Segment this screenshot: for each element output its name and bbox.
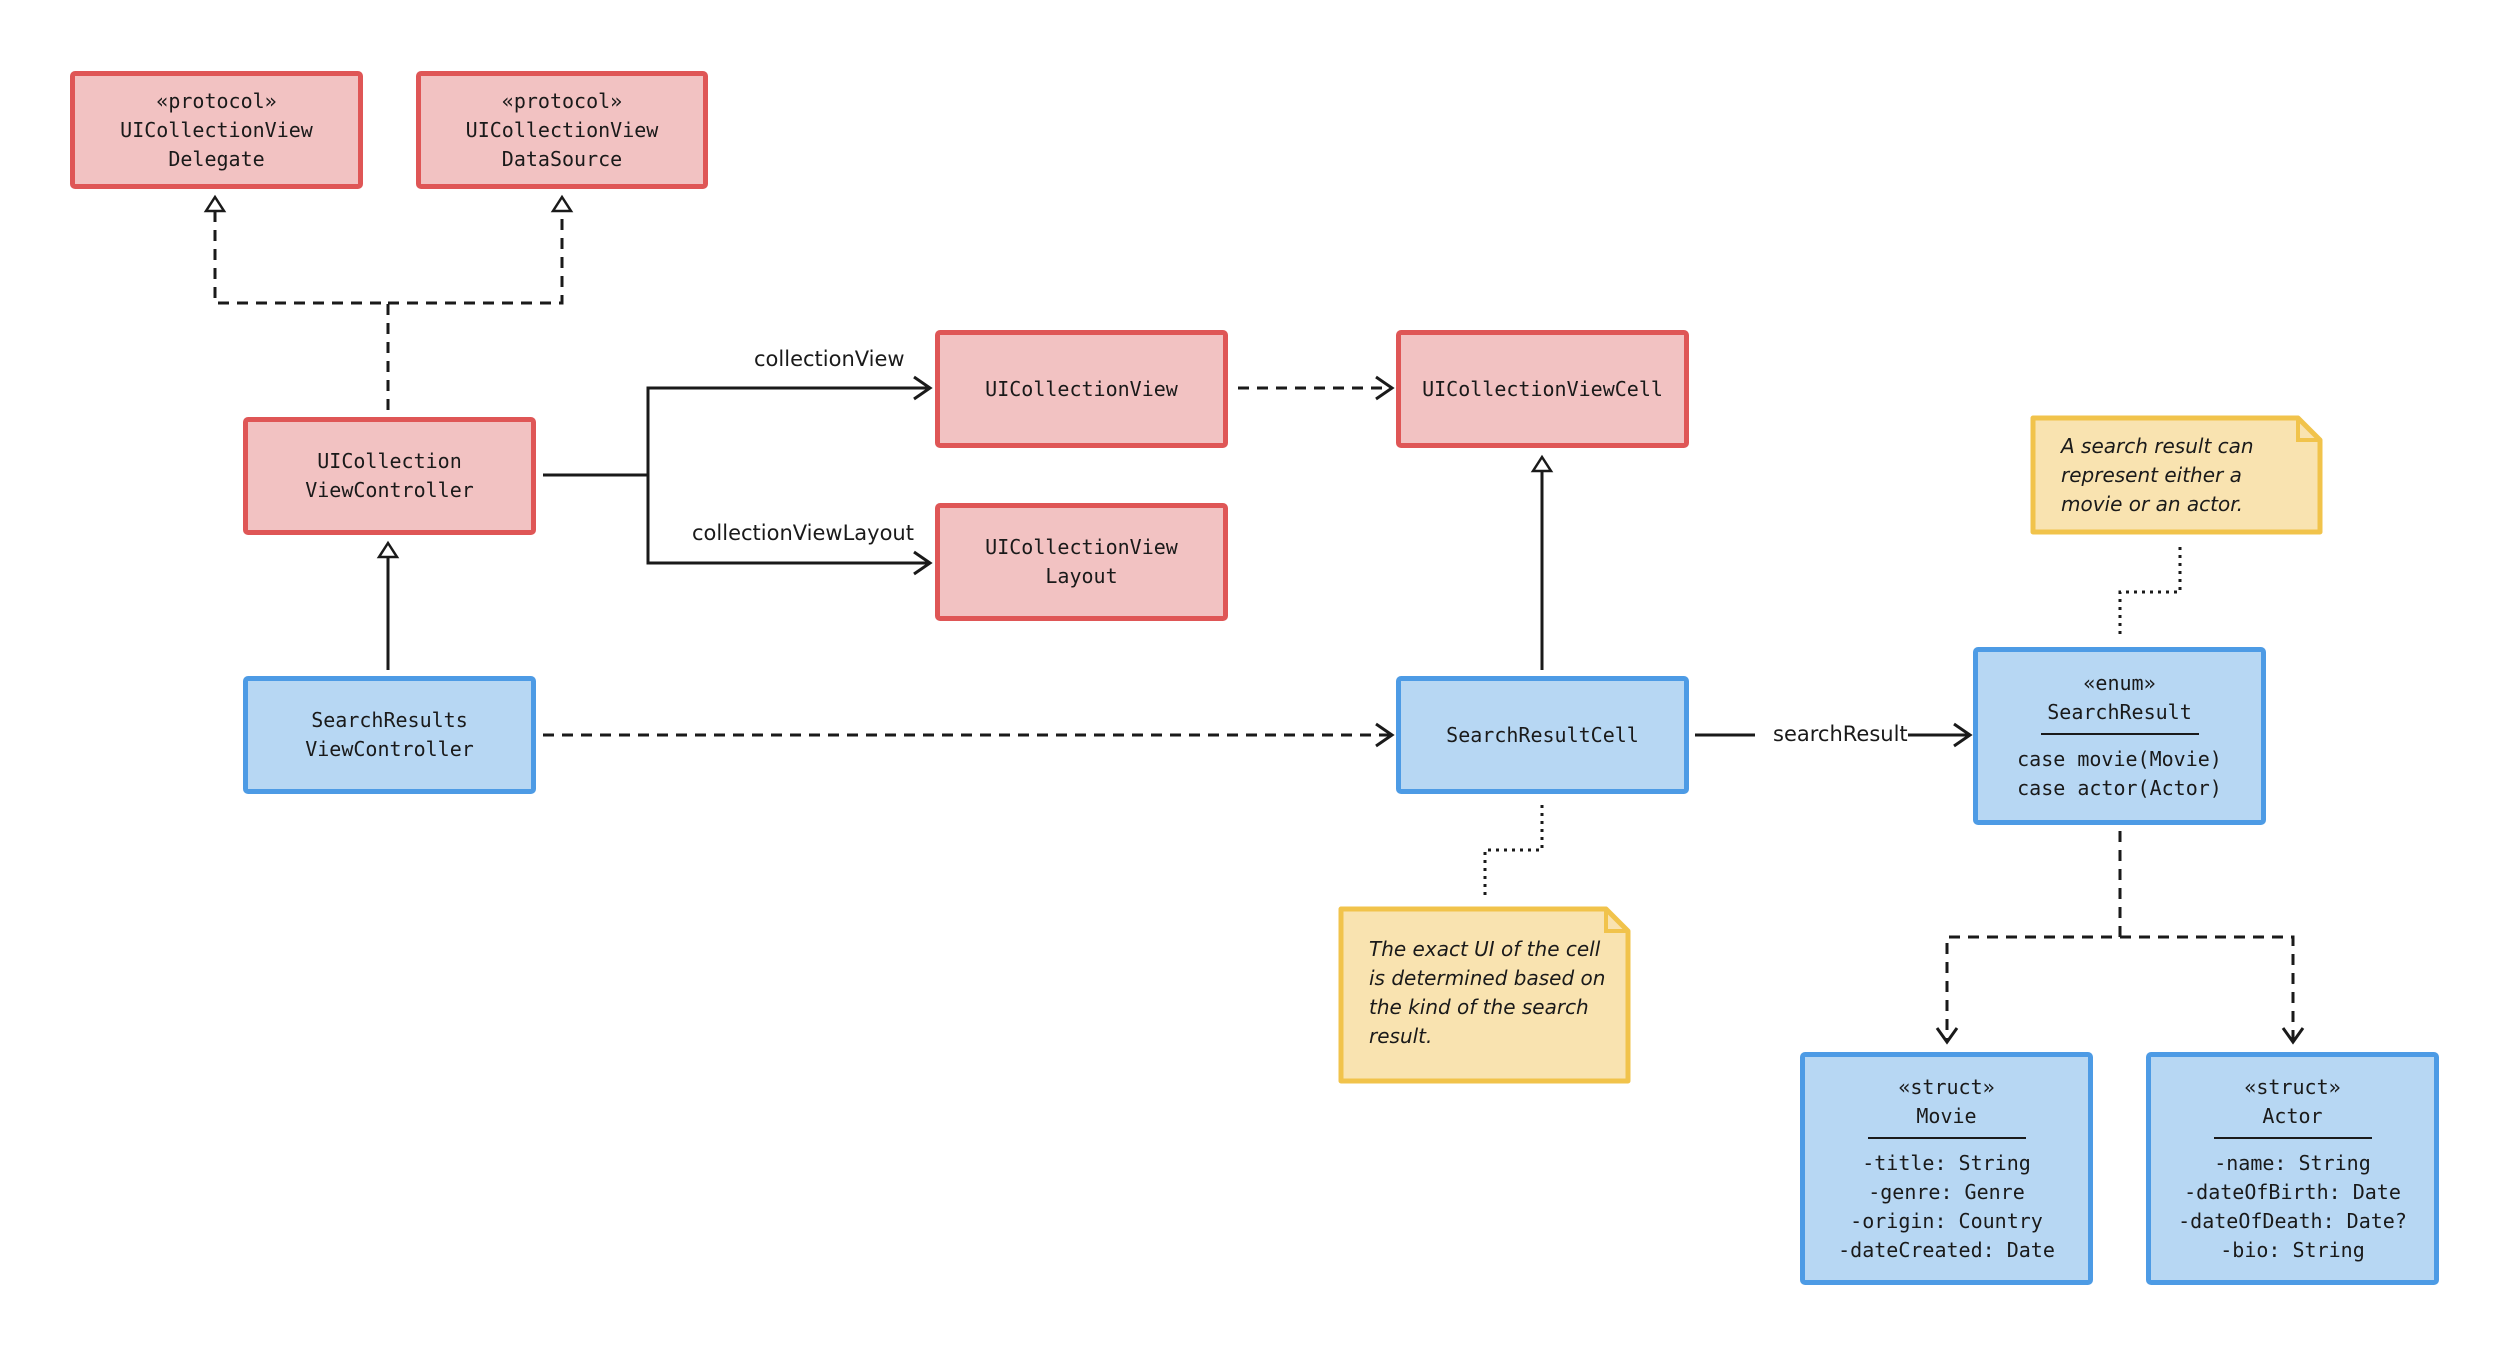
search-result-note[interactable]: A search result can represent either a m…	[2030, 415, 2323, 535]
struct-field: -genre: Genre	[1868, 1179, 2025, 1204]
realization-edge	[388, 200, 564, 305]
note-text: represent either a	[2061, 463, 2242, 487]
class-name: UICollectionView	[465, 117, 659, 142]
enum-case: case actor(Actor)	[2017, 776, 2222, 800]
compartment-divider	[1867, 1136, 2026, 1139]
edge-label-collectionview: collectionView	[754, 347, 905, 371]
cell-ui-note[interactable]: The exact UI of the cell is determined b…	[1338, 906, 1631, 1084]
realization-edge	[213, 200, 390, 410]
edge-label-searchresult: searchResult	[1773, 722, 1908, 746]
note-text: result.	[1369, 1024, 1433, 1048]
class-name: SearchResults	[311, 708, 468, 732]
uicollectionviewcontroller-class[interactable]: UICollection ViewController	[243, 417, 536, 535]
class-name: UICollection	[317, 449, 462, 473]
class-name: Delegate	[168, 146, 265, 171]
note-anchor	[1483, 805, 1544, 895]
note-text: is determined based on	[1369, 966, 1606, 990]
class-name: Actor	[2262, 1103, 2323, 1128]
uicollectionview-datasource-protocol[interactable]: «protocol» UICollectionView DataSource	[416, 71, 708, 189]
class-name: ViewController	[305, 478, 474, 502]
stereotype-label: «enum»	[2083, 671, 2156, 695]
class-name: Movie	[1916, 1103, 1977, 1128]
compartment-divider	[2213, 1136, 2372, 1139]
struct-field: -dateCreated: Date	[1838, 1237, 2055, 1262]
class-name: Layout	[1045, 564, 1118, 588]
uicollectionview-delegate-protocol[interactable]: «protocol» UICollectionView Delegate	[70, 71, 363, 189]
struct-field: -dateOfDeath: Date?	[2178, 1208, 2407, 1233]
searchresult-enum[interactable]: «enum» SearchResult case movie(Movie) ca…	[1973, 647, 2266, 825]
note-text: The exact UI of the cell	[1369, 937, 1601, 961]
stereotype-label: «protocol»	[156, 88, 277, 113]
uicollectionviewcell-class[interactable]: UICollectionViewCell	[1396, 330, 1689, 448]
note-text: movie or an actor.	[2061, 492, 2243, 516]
class-name: SearchResultCell	[1446, 722, 1639, 747]
struct-field: -origin: Country	[1850, 1208, 2043, 1233]
class-name: DataSource	[501, 146, 623, 171]
edge-label-collectionviewlayout: collectionViewLayout	[692, 521, 914, 545]
association-edge-layout	[646, 475, 928, 565]
struct-field: -name: String	[2214, 1150, 2371, 1175]
movie-struct[interactable]: «struct» Movie -title: String -genre: Ge…	[1800, 1052, 2093, 1285]
class-name: UICollectionViewCell	[1422, 376, 1663, 401]
stereotype-label: «struct»	[2244, 1074, 2341, 1099]
class-name: ViewController	[305, 737, 474, 761]
struct-field: -title: String	[1862, 1150, 2031, 1175]
enum-case: case movie(Movie)	[2017, 747, 2222, 771]
stereotype-label: «struct»	[1898, 1074, 1995, 1099]
dependency-edge	[1945, 831, 2122, 1040]
association-edge-collectionview	[543, 386, 928, 477]
struct-field: -bio: String	[2220, 1237, 2365, 1262]
class-name: UICollectionView	[985, 376, 1178, 401]
uicollectionview-class[interactable]: UICollectionView	[935, 330, 1228, 448]
note-shape	[2030, 415, 2323, 535]
class-name: SearchResult	[2047, 700, 2192, 724]
stereotype-label: «protocol»	[501, 88, 623, 113]
note-anchor	[2118, 547, 2182, 637]
struct-field: -dateOfBirth: Date	[2184, 1179, 2401, 1204]
note-text: the kind of the search	[1369, 995, 1589, 1019]
searchresultsviewcontroller-class[interactable]: SearchResults ViewController	[243, 676, 536, 794]
note-text: A search result can	[2061, 434, 2254, 458]
uicollectionviewlayout-class[interactable]: UICollectionView Layout	[935, 503, 1228, 621]
class-name: UICollectionView	[120, 117, 313, 142]
note-shape	[1338, 906, 1631, 1084]
searchresultcell-class[interactable]: SearchResultCell	[1396, 676, 1689, 794]
actor-struct[interactable]: «struct» Actor -name: String -dateOfBirt…	[2146, 1052, 2439, 1285]
class-name: UICollectionView	[985, 535, 1178, 559]
compartment-divider	[2040, 733, 2199, 735]
